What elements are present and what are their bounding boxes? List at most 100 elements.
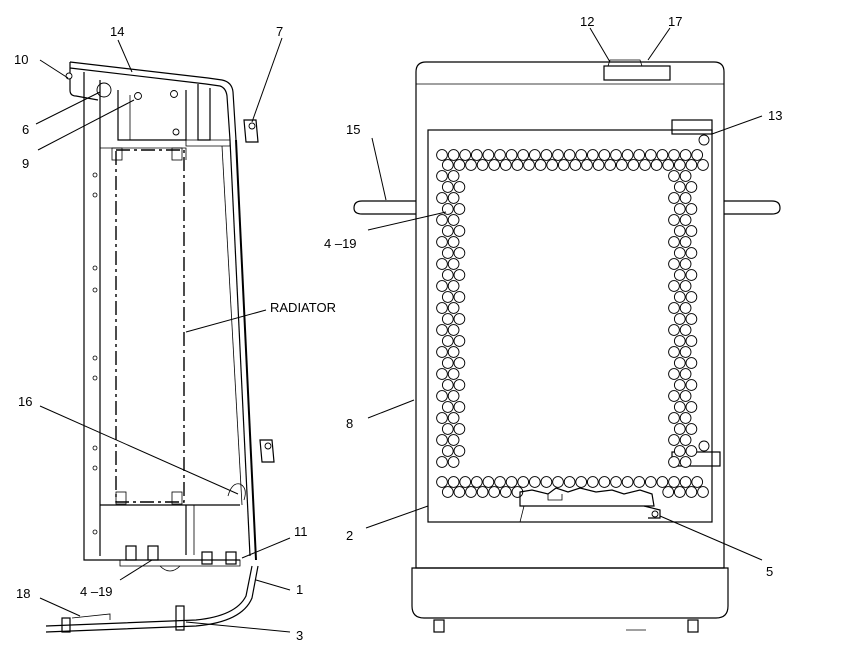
perforation-hole bbox=[639, 159, 651, 171]
perforation-hole bbox=[685, 159, 698, 171]
perforation-hole bbox=[668, 390, 680, 402]
perforation-hole bbox=[447, 280, 460, 292]
perforation-hole bbox=[459, 476, 472, 488]
perforation-hole bbox=[598, 149, 611, 161]
callout-15: 15 bbox=[346, 122, 360, 137]
perforation-hole bbox=[436, 412, 448, 424]
perforation-hole bbox=[465, 486, 477, 498]
perforation-hole bbox=[673, 247, 686, 259]
perforation-hole bbox=[679, 236, 692, 248]
perforation-hole bbox=[615, 159, 628, 171]
callout-5: 5 bbox=[766, 564, 773, 579]
perforation-hole bbox=[685, 423, 698, 435]
perforation-hole bbox=[441, 357, 454, 369]
perforation-hole bbox=[476, 159, 489, 171]
perforation-hole bbox=[499, 486, 512, 498]
perforation-hole bbox=[673, 291, 686, 303]
perforation-hole bbox=[476, 486, 489, 498]
perforation-hole bbox=[453, 181, 466, 193]
perforation-hole bbox=[453, 486, 466, 498]
perforation-hole bbox=[441, 401, 454, 413]
perforation-hole bbox=[679, 324, 692, 336]
perforation-hole bbox=[447, 368, 460, 380]
perforation-hole bbox=[436, 214, 448, 226]
perforation-hole bbox=[679, 346, 692, 358]
callout-7: 7 bbox=[276, 24, 283, 39]
lower-base bbox=[411, 567, 729, 633]
perforation-hole bbox=[604, 159, 617, 171]
perforation-hole bbox=[685, 269, 698, 281]
perforation-hole bbox=[668, 434, 680, 446]
perforation-hole bbox=[679, 368, 692, 380]
callout-1: 1 bbox=[296, 582, 303, 597]
perforation-hole bbox=[685, 486, 698, 498]
perforation-hole bbox=[494, 476, 506, 488]
perforation-hole bbox=[633, 149, 646, 161]
perforation-hole bbox=[447, 258, 460, 270]
perforation-hole bbox=[691, 149, 704, 161]
callout-labels: 10 14 6 9 7 RADIATOR 16 11 4 –19 1 18 3 … bbox=[14, 14, 782, 643]
perforation-hole bbox=[517, 476, 530, 488]
callout-18: 18 bbox=[16, 586, 30, 601]
perforation-hole bbox=[668, 192, 680, 204]
perforation-hole bbox=[540, 476, 553, 488]
perforation-hole bbox=[685, 313, 698, 325]
perforation-hole bbox=[494, 149, 506, 161]
perforation-hole bbox=[673, 203, 686, 215]
perforation-hole bbox=[453, 357, 466, 369]
perforation-hole bbox=[453, 225, 466, 237]
perforation-hole bbox=[453, 313, 466, 325]
perforation-hole bbox=[499, 159, 512, 171]
perforation-hole bbox=[679, 476, 692, 488]
perforation-hole bbox=[528, 149, 541, 161]
perforation-hole bbox=[441, 269, 454, 281]
rear-guard bbox=[221, 119, 275, 561]
perforation-hole bbox=[563, 476, 576, 488]
callout-10: 10 bbox=[14, 52, 28, 67]
perforation-hole bbox=[447, 346, 460, 358]
perforation-hole bbox=[447, 476, 460, 488]
perforation-hole bbox=[436, 476, 448, 488]
perforation-hole bbox=[679, 434, 692, 446]
leader-lines bbox=[35, 27, 763, 633]
side-view bbox=[45, 61, 275, 633]
perforation-hole bbox=[644, 476, 657, 488]
perforation-hole bbox=[436, 149, 448, 161]
perforation-hole bbox=[436, 324, 448, 336]
perforation-hole bbox=[685, 335, 698, 347]
top-bracket bbox=[117, 84, 231, 147]
perforation-hole bbox=[668, 214, 680, 226]
screen-panel bbox=[427, 129, 713, 523]
cover-bolt-hole bbox=[96, 82, 112, 98]
perforation-hole bbox=[697, 159, 709, 171]
perforation-hole bbox=[679, 302, 692, 314]
perforation-hole bbox=[685, 247, 698, 259]
cover-pin bbox=[65, 72, 73, 80]
upper-hinge-bolt bbox=[248, 122, 256, 130]
perforation-hole bbox=[668, 324, 680, 336]
perforation-hole bbox=[668, 149, 680, 161]
perforation-holes bbox=[436, 149, 709, 498]
perforation-hole bbox=[436, 258, 448, 270]
side-frame bbox=[83, 72, 240, 561]
skid-plate bbox=[45, 565, 259, 633]
perforation-hole bbox=[569, 159, 582, 171]
perforation-hole bbox=[465, 159, 477, 171]
perforation-hole bbox=[679, 390, 692, 402]
perforation-hole bbox=[668, 476, 680, 488]
callout-11: 11 bbox=[294, 524, 308, 539]
perforation-hole bbox=[488, 159, 501, 171]
perforation-hole bbox=[453, 423, 466, 435]
perforation-hole bbox=[668, 412, 680, 424]
perforation-hole bbox=[685, 379, 698, 391]
perforation-hole bbox=[441, 247, 454, 259]
callout-2: 2 bbox=[346, 528, 353, 543]
callout-8: 8 bbox=[346, 416, 353, 431]
perforation-hole bbox=[488, 486, 501, 498]
perforation-hole bbox=[679, 192, 692, 204]
perforation-hole bbox=[447, 214, 460, 226]
perforation-hole bbox=[447, 412, 460, 424]
perforation-hole bbox=[552, 476, 564, 488]
perforation-hole bbox=[586, 476, 599, 488]
